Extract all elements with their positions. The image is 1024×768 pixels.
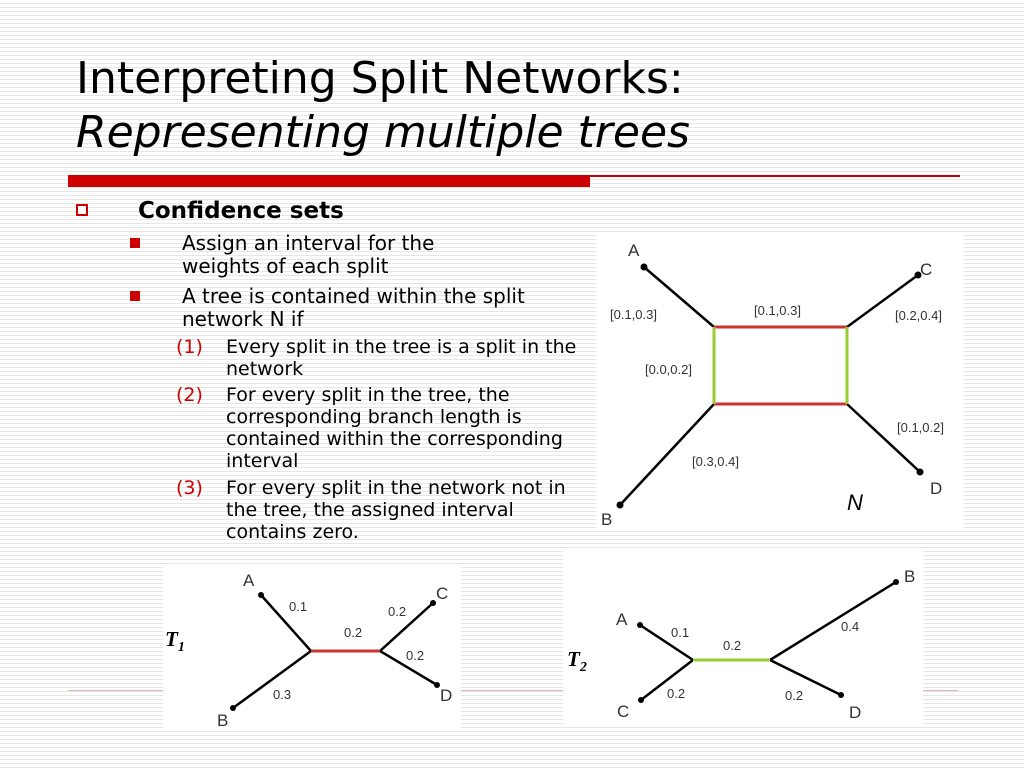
edge-c — [379, 602, 434, 652]
edge-b — [769, 580, 897, 662]
condition-item: (2) For every split in the tree, the cor… — [176, 384, 586, 472]
edge-a — [643, 266, 715, 328]
footer-divider — [68, 690, 958, 691]
edge-d — [379, 649, 438, 687]
edge-d — [846, 403, 921, 473]
title-line-2: Representing multiple trees — [76, 107, 690, 158]
edge-a — [639, 623, 694, 662]
sub-bullet-assign: Assign an interval for the weights of ea… — [130, 232, 550, 278]
weight-label-c: 0.2 — [388, 604, 406, 619]
condition-number: (2) — [176, 384, 203, 406]
node-c — [638, 697, 644, 703]
weight-label-mid: 0.2 — [344, 625, 362, 640]
node-d — [434, 682, 440, 688]
tree-label-subscript: 1 — [177, 640, 185, 656]
square-bullet-icon — [130, 291, 140, 301]
slide-title: Interpreting Split Networks: Representin… — [76, 52, 690, 160]
weight-label-a: 0.1 — [671, 625, 689, 640]
node-label-d: D — [440, 686, 452, 705]
network-label: N — [847, 490, 863, 515]
condition-text: Every split in the tree is a split in th… — [226, 336, 577, 380]
split-network-panel: A C B D [0.1,0.3] [0.1,0.3] [0.2,0.4] [0… — [597, 232, 963, 529]
interval-label-top: [0.1,0.3] — [754, 303, 801, 318]
interval-label-left: [0.0,0.2] — [645, 362, 692, 377]
bullet-text: Confidence sets — [138, 198, 344, 224]
node-label-c: C — [617, 702, 629, 721]
node-c — [430, 600, 436, 606]
edge-c — [846, 273, 919, 329]
node-label-c: C — [920, 260, 932, 279]
title-divider-thick — [68, 175, 590, 187]
tree-t1-label: T1 — [165, 627, 185, 656]
node-label-b: B — [601, 510, 612, 528]
weight-label-d: 0.2 — [785, 688, 803, 703]
edge-d — [769, 658, 842, 697]
tree-label-letter: T — [165, 627, 178, 651]
interval-label-b: [0.3,0.4] — [692, 454, 739, 469]
tree-label-subscript: 2 — [579, 660, 587, 676]
tree-t1-diagram: A B C D 0.1 0.2 0.2 0.2 0.3 — [217, 571, 452, 730]
edge-b — [619, 403, 715, 506]
condition-text: For every split in the tree, the corresp… — [226, 384, 563, 472]
node-label-c: C — [436, 584, 448, 603]
title-line-1: Interpreting Split Networks: — [76, 53, 684, 104]
edge-b — [232, 649, 312, 710]
node-b — [893, 579, 899, 585]
sub-bullet-text: A tree is contained within the split net… — [182, 284, 525, 331]
node-label-d: D — [930, 479, 942, 498]
tree-t2-label: T2 — [567, 647, 587, 676]
edge-a — [260, 594, 312, 652]
weight-label-b: 0.4 — [841, 619, 859, 634]
condition-item: (1) Every split in the tree is a split i… — [176, 336, 586, 380]
tree-t2-panel: A C B D 0.1 0.2 0.4 0.2 0.2 — [563, 551, 923, 725]
hollow-square-bullet-icon — [76, 204, 88, 216]
split-network-diagram: A C B D [0.1,0.3] [0.1,0.3] [0.2,0.4] [0… — [601, 241, 944, 529]
node-label-b: B — [217, 711, 228, 730]
condition-number: (3) — [176, 477, 203, 499]
node-d — [838, 692, 844, 698]
node-d — [916, 468, 924, 476]
node-a — [637, 622, 643, 628]
node-a — [258, 592, 264, 598]
condition-number: (1) — [176, 336, 203, 358]
node-label-a: A — [616, 610, 628, 629]
interval-label-d: [0.1,0.2] — [897, 420, 944, 435]
edge-c — [640, 659, 694, 701]
interval-label-a: [0.1,0.3] — [610, 307, 657, 322]
weight-label-b: 0.3 — [273, 687, 291, 702]
weight-label-mid: 0.2 — [723, 638, 741, 653]
node-label-a: A — [628, 241, 640, 260]
tree-t1-panel: A B C D 0.1 0.2 0.2 0.2 0.3 — [163, 565, 461, 730]
node-b — [616, 501, 624, 509]
tree-label-letter: T — [567, 647, 580, 671]
weight-label-d: 0.2 — [406, 648, 424, 663]
node-b — [230, 705, 236, 711]
sub-bullet-contained: A tree is contained within the split net… — [130, 285, 550, 331]
sub-bullet-text: Assign an interval for the weights of ea… — [182, 231, 435, 278]
title-divider-thin — [590, 175, 960, 177]
interval-label-c: [0.2,0.4] — [895, 308, 942, 323]
condition-item: (3) For every split in the network not i… — [176, 477, 586, 543]
node-label-d: D — [849, 703, 861, 722]
weight-label-a: 0.1 — [289, 599, 307, 614]
square-bullet-icon — [130, 238, 140, 248]
node-label-b: B — [904, 567, 915, 586]
node-a — [640, 263, 648, 271]
node-c — [914, 271, 922, 279]
node-label-a: A — [243, 571, 255, 590]
condition-text: For every split in the network not in th… — [226, 477, 566, 543]
tree-t2-diagram: A C B D 0.1 0.2 0.4 0.2 0.2 — [616, 567, 915, 722]
weight-label-c: 0.2 — [667, 686, 685, 701]
